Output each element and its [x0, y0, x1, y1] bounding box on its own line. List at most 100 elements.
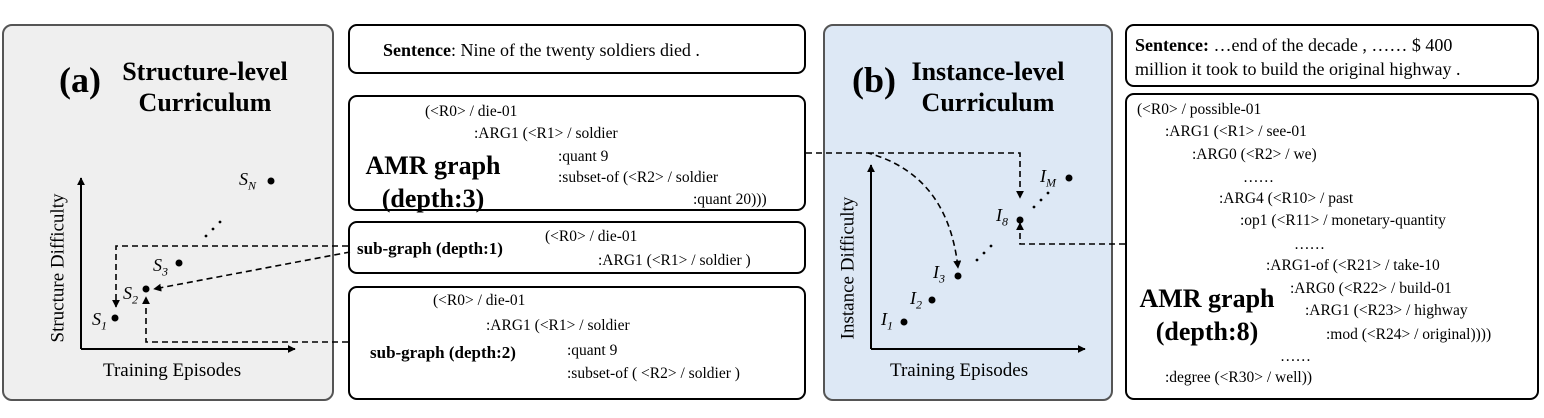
point-i1-dot [900, 318, 908, 326]
point-i2-sub: 2 [916, 297, 922, 312]
point-im-label: IM [1040, 167, 1056, 189]
amr3-title: AMR graph (depth:3) [363, 150, 503, 215]
subgraph1-line-1: (<R0> / die-01 [545, 228, 638, 245]
point-i2-dot [928, 296, 936, 304]
amr3-line-3: :quant 9 [558, 148, 609, 165]
amr8-line-7: …… [1294, 236, 1325, 253]
point-i2-label: I2 [910, 289, 922, 311]
point-i1-label: I1 [881, 310, 893, 332]
point-s3-sub: 3 [162, 264, 168, 279]
amr8-line-6: :op1 (<R11> / monetary-quantity [1240, 212, 1446, 229]
panel-b-label: (b) [852, 60, 896, 100]
sentence-b-line1: Sentence: …end of the decade , …… $ 400 [1135, 36, 1452, 54]
point-s3-letter: S [153, 255, 162, 275]
structure-curriculum-panel [2, 24, 334, 401]
amr8-line-11: :mod (<R24> / original)))) [1326, 326, 1492, 343]
point-i3-sub: 3 [939, 271, 945, 286]
panel-b-x-axis-label: Training Episodes [890, 360, 1029, 381]
amr8-line-12: …… [1280, 348, 1311, 365]
panel-a-title-line1: Structure-level [122, 57, 288, 86]
point-s2-letter: S [123, 283, 132, 303]
amr-depth8-box [1125, 93, 1539, 400]
point-i8-sub: 8 [1002, 214, 1008, 229]
panel-a-label: (a) [59, 60, 101, 100]
amr3-line-4: :subset-of (<R2> / soldier [558, 169, 718, 186]
point-im-letter: I [1040, 166, 1046, 186]
point-im-sub: M [1046, 175, 1056, 190]
point-s2-dot [142, 285, 150, 293]
panel-a-ellipsis [204, 220, 222, 238]
subgraph2-line-3: :quant 9 [567, 342, 618, 359]
point-i3-label: I3 [933, 263, 945, 285]
panel-b-title: Instance-level Curriculum [900, 56, 1076, 118]
amr3-title-line2: (depth:3) [381, 183, 485, 213]
point-s2-label: S2 [123, 284, 138, 306]
sentence-box-a [348, 24, 806, 74]
point-s1-letter: S [92, 309, 101, 329]
point-sn-letter: S [239, 169, 248, 189]
amr8-title-line2: (depth:8) [1155, 316, 1259, 346]
panel-a-x-axis-label: Training Episodes [103, 360, 242, 381]
amr8-line-4: …… [1243, 169, 1274, 186]
amr8-line-13: :degree (<R30> / well)) [1165, 369, 1313, 386]
sentence-a: Sentence: Nine of the twenty soldiers di… [383, 41, 700, 59]
panel-a-axes [77, 177, 296, 353]
amr3-line-2: :ARG1 (<R1> / soldier [474, 125, 618, 142]
sentence-b-line1-text: …end of the decade , …… $ 400 [1208, 35, 1453, 55]
amr8-line-3: :ARG0 (<R2> / we) [1192, 146, 1317, 163]
panel-b-axes [867, 164, 1086, 353]
point-s2-sub: 2 [132, 292, 138, 307]
subgraph2-label: sub-graph (depth:2) [370, 343, 516, 362]
panel-b-ellipsis-1 [975, 244, 993, 262]
subgraph1-line-2: :ARG1 (<R1> / soldier ) [598, 252, 751, 269]
sentence-b-label: Sentence: [1135, 35, 1209, 55]
point-i3-letter: I [933, 262, 939, 282]
amr8-title: AMR graph (depth:8) [1136, 283, 1278, 348]
point-i3-dot [954, 272, 962, 280]
connector-amr3-to-i8 [868, 152, 1024, 199]
point-sn-sub: N [248, 178, 257, 193]
point-s1-label: S1 [92, 310, 107, 332]
point-sn-label: SN [239, 170, 256, 192]
amr3-title-line1: AMR graph [365, 151, 501, 180]
sentence-a-text: : Nine of the twenty soldiers died . [450, 40, 700, 60]
point-s1-sub: 1 [101, 318, 107, 333]
point-i8-dot [1016, 216, 1024, 224]
subgraph1-label: sub-graph (depth:1) [357, 239, 503, 258]
amr8-line-1: (<R0> / possible-01 [1137, 101, 1262, 118]
amr8-line-9: :ARG0 (<R22> / build-01 [1290, 280, 1452, 297]
amr8-line-10: :ARG1 (<R23> / highway [1305, 302, 1468, 319]
subgraph-depth1-box [348, 221, 806, 274]
panel-a-title-line2: Curriculum [138, 88, 272, 118]
subgraph2-line-4: :subset-of ( <R2> / soldier ) [567, 365, 740, 382]
point-i8-label: I8 [996, 206, 1008, 228]
point-im-dot [1065, 174, 1073, 182]
amr8-title-line1: AMR graph [1139, 284, 1275, 313]
connector-depth1-to-s1 [112, 245, 348, 308]
connector-amr3-to-i3 [806, 152, 962, 269]
point-i8-letter: I [996, 205, 1002, 225]
amr3-line-5: :quant 20))) [693, 191, 767, 208]
connector-depth1-to-s2 [153, 251, 351, 292]
panel-b-title-line2: Curriculum [921, 88, 1055, 118]
amr8-line-8: :ARG1-of (<R21> / take-10 [1266, 257, 1440, 274]
point-s1-dot [111, 314, 119, 322]
panel-b-ellipsis-2 [1032, 191, 1050, 209]
subgraph2-line-2: :ARG1 (<R1> / soldier [486, 317, 630, 334]
sentence-box-b [1125, 24, 1539, 87]
connector-amr8-to-i8 [1016, 222, 1125, 245]
point-i2-letter: I [910, 288, 916, 308]
panel-b-title-line1: Instance-level [911, 57, 1065, 86]
subgraph2-line-1: (<R0> / die-01 [433, 292, 526, 309]
amr-depth3-box [348, 95, 806, 211]
amr8-line-5: :ARG4 (<R10> / past [1219, 190, 1354, 207]
subgraph-depth2-box [348, 286, 806, 400]
amr8-line-2: :ARG1 (<R1> / see-01 [1165, 123, 1307, 140]
connector-depth2-to-s2 [142, 296, 348, 343]
point-i1-sub: 1 [887, 318, 893, 333]
point-s3-dot [175, 259, 183, 267]
point-sn-dot [267, 177, 275, 185]
point-s3-label: S3 [153, 256, 168, 278]
point-i1-letter: I [881, 309, 887, 329]
